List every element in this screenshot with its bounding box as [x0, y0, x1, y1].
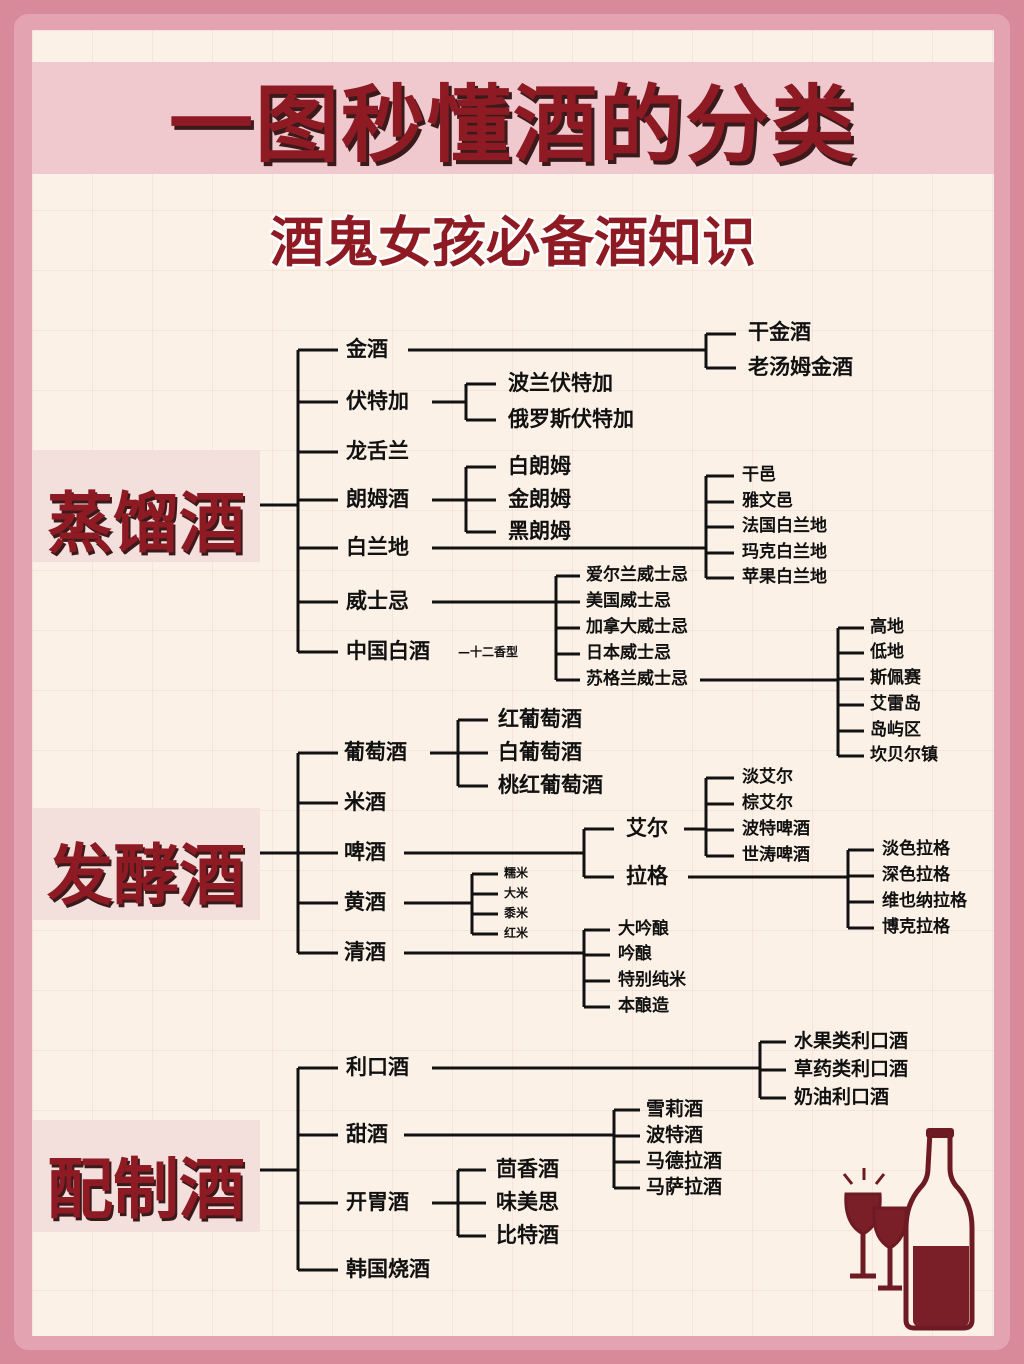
wine-bottle-glasses-icon [842, 1128, 975, 1331]
category-box-fermented [32, 808, 260, 920]
node-tequila: 龙舌兰 [346, 439, 409, 463]
leaf-ale: 世涛啤酒 [742, 845, 810, 865]
node-liqueur: 利口酒 [346, 1055, 409, 1079]
leaf-gin: 干金酒 [748, 320, 811, 344]
leaf-rum: 黑朗姆 [508, 519, 571, 543]
leaf-brandy: 雅文邑 [742, 491, 793, 511]
node-huangjiu: 黄酒 [344, 890, 386, 914]
title-band [32, 62, 994, 174]
category-distilled: 蒸馏酒 [47, 485, 245, 562]
page-subtitle: 酒鬼女孩必备酒知识 [270, 211, 756, 274]
leaf-huangjiu: 红米 [504, 926, 529, 940]
baijiu-note: —十二香型 [458, 645, 519, 659]
leaf-aperitif: 味美思 [496, 1190, 559, 1214]
leaf-lager: 维也纳拉格 [882, 891, 967, 911]
node-wine: 葡萄酒 [344, 740, 407, 764]
leaf-sweet: 雪莉酒 [646, 1098, 704, 1120]
leaf-whisky: 美国威士忌 [586, 591, 671, 611]
leaf-lager: 深色拉格 [882, 865, 950, 885]
leaf-sake: 本酿造 [618, 996, 669, 1016]
node-lager: 拉格 [626, 864, 668, 888]
leaf-sweet: 马德拉酒 [646, 1150, 723, 1172]
leaf-vodka: 波兰伏特加 [508, 371, 613, 395]
leaf-rum: 白朗姆 [508, 454, 571, 478]
leaf-scotch: 坎贝尔镇 [870, 745, 938, 765]
paper-background [32, 30, 994, 1336]
leaf-scotch: 高地 [870, 617, 904, 637]
leaf-whisky: 爱尔兰威士忌 [586, 565, 688, 585]
node-rice-wine: 米酒 [344, 790, 386, 814]
leaf-aperitif: 比特酒 [496, 1223, 559, 1247]
leaf-sake: 特别纯米 [618, 970, 686, 990]
leaf-whisky: 苏格兰威士忌 [586, 669, 688, 689]
leaf-brandy: 法国白兰地 [742, 516, 827, 536]
node-whisky: 威士忌 [346, 589, 409, 613]
leaf-brandy: 干邑 [742, 465, 776, 485]
node-sweet-wine: 甜酒 [346, 1122, 388, 1146]
category-mixed: 配制酒 [47, 1151, 245, 1228]
category-box-distilled [32, 450, 260, 562]
leaf-aperitif: 茴香酒 [496, 1157, 559, 1181]
leaf-liqueur: 水果类利口酒 [794, 1030, 909, 1052]
category-fermented: 发酵酒 [47, 837, 245, 914]
leaf-liqueur: 草药类利口酒 [794, 1058, 909, 1080]
leaf-huangjiu: 大米 [504, 886, 529, 900]
leaf-ale: 棕艾尔 [742, 793, 793, 813]
leaf-lager: 博克拉格 [882, 917, 950, 937]
leaf-brandy: 苹果白兰地 [742, 567, 827, 587]
leaf-sake: 大吟酿 [618, 919, 669, 939]
leaf-vodka: 俄罗斯伏特加 [508, 407, 634, 431]
leaf-brandy: 玛克白兰地 [742, 542, 827, 562]
leaf-huangjiu: 黍米 [504, 906, 529, 920]
leaf-scotch: 艾雷岛 [870, 694, 921, 714]
category-box-mixed [32, 1120, 260, 1232]
leaf-scotch: 斯佩赛 [870, 668, 921, 688]
leaf-ale: 淡艾尔 [742, 767, 793, 787]
page-title: 一图秒懂酒的分类 [168, 75, 857, 174]
leaf-wine: 红葡萄酒 [498, 707, 582, 731]
leaf-wine: 桃红葡萄酒 [498, 773, 603, 797]
leaf-lager: 淡色拉格 [882, 839, 950, 859]
leaf-whisky: 加拿大威士忌 [586, 617, 688, 637]
node-ale: 艾尔 [626, 816, 668, 840]
node-sake: 清酒 [344, 940, 386, 964]
leaf-scotch: 低地 [870, 642, 904, 662]
node-gin: 金酒 [346, 337, 388, 361]
node-aperitif: 开胃酒 [346, 1190, 409, 1214]
node-rum: 朗姆酒 [346, 487, 409, 511]
leaf-gin: 老汤姆金酒 [748, 355, 853, 379]
leaf-sweet: 马萨拉酒 [646, 1176, 723, 1198]
node-soju: 韩国烧酒 [346, 1257, 430, 1281]
node-vodka: 伏特加 [346, 389, 409, 413]
leaf-huangjiu: 糯米 [504, 866, 529, 880]
leaf-ale: 波特啤酒 [742, 819, 810, 839]
node-brandy: 白兰地 [346, 535, 409, 559]
leaf-liqueur: 奶油利口酒 [794, 1086, 890, 1108]
leaf-rum: 金朗姆 [508, 487, 571, 511]
leaf-sake: 吟酿 [618, 944, 652, 964]
leaf-scotch: 岛屿区 [870, 720, 921, 740]
node-beer: 啤酒 [344, 840, 386, 864]
node-baijiu: 中国白酒 [346, 639, 430, 663]
leaf-whisky: 日本威士忌 [586, 643, 671, 663]
leaf-sweet: 波特酒 [646, 1124, 704, 1146]
leaf-wine: 白葡萄酒 [498, 740, 582, 764]
